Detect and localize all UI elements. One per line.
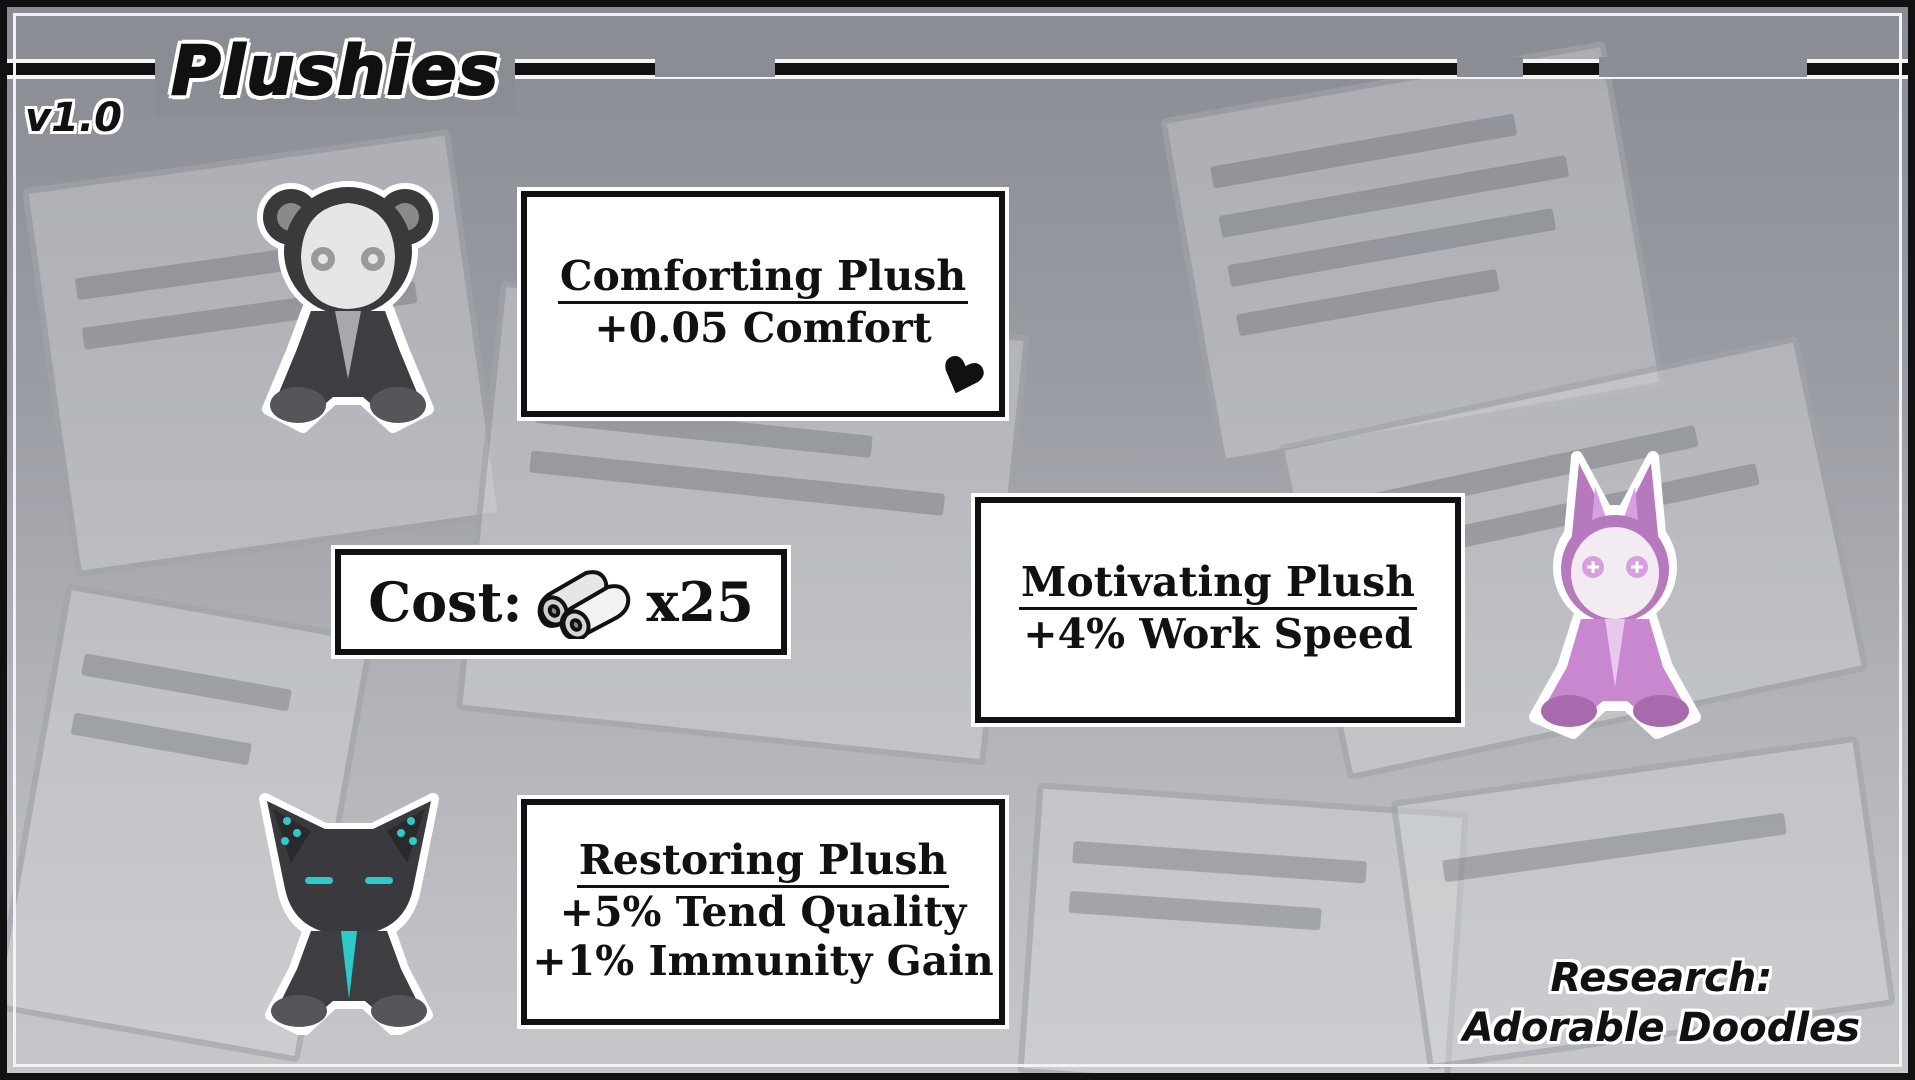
title-plate: Plushies xyxy=(155,29,516,115)
restoring-plush-icon xyxy=(259,793,439,1035)
plush-name: Comforting Plush xyxy=(557,254,969,305)
research-label: Research: xyxy=(1550,955,1773,1001)
cost-box: Cost: x25 xyxy=(331,545,791,659)
header-rule-gap xyxy=(1599,57,1807,77)
header-rule-gap xyxy=(655,57,775,77)
cost-label: Cost: xyxy=(368,570,523,634)
comforting-plush-icon xyxy=(257,181,439,433)
plush-card-comforting: Comforting Plush +0.05 Comfort xyxy=(517,187,1009,421)
research-name: Adorable Doodles xyxy=(1462,1005,1860,1051)
plush-name: Restoring Plush xyxy=(576,837,950,888)
research-note: Research: Adorable Doodles xyxy=(1463,953,1860,1053)
motivating-plush-icon xyxy=(1529,451,1701,739)
plush-card-restoring: Restoring Plush +5% Tend Quality +1% Imm… xyxy=(517,795,1009,1029)
page-title: Plushies xyxy=(170,31,500,112)
plush-effect: +4% Work Speed xyxy=(1023,610,1413,659)
plush-effect: +0.05 Comfort xyxy=(594,304,932,353)
plush-effect: +5% Tend Quality xyxy=(559,887,967,936)
cloth-roll-icon xyxy=(538,570,631,639)
header-rule-gap xyxy=(1457,57,1523,77)
plush-card-motivating: Motivating Plush +4% Work Speed xyxy=(971,493,1465,727)
heart-icon xyxy=(945,356,984,394)
plush-effect: +1% Immunity Gain xyxy=(532,937,994,986)
plush-name: Motivating Plush xyxy=(1018,560,1417,611)
version-label: v1.0 xyxy=(25,95,122,141)
cost-amount: x25 xyxy=(646,570,754,634)
